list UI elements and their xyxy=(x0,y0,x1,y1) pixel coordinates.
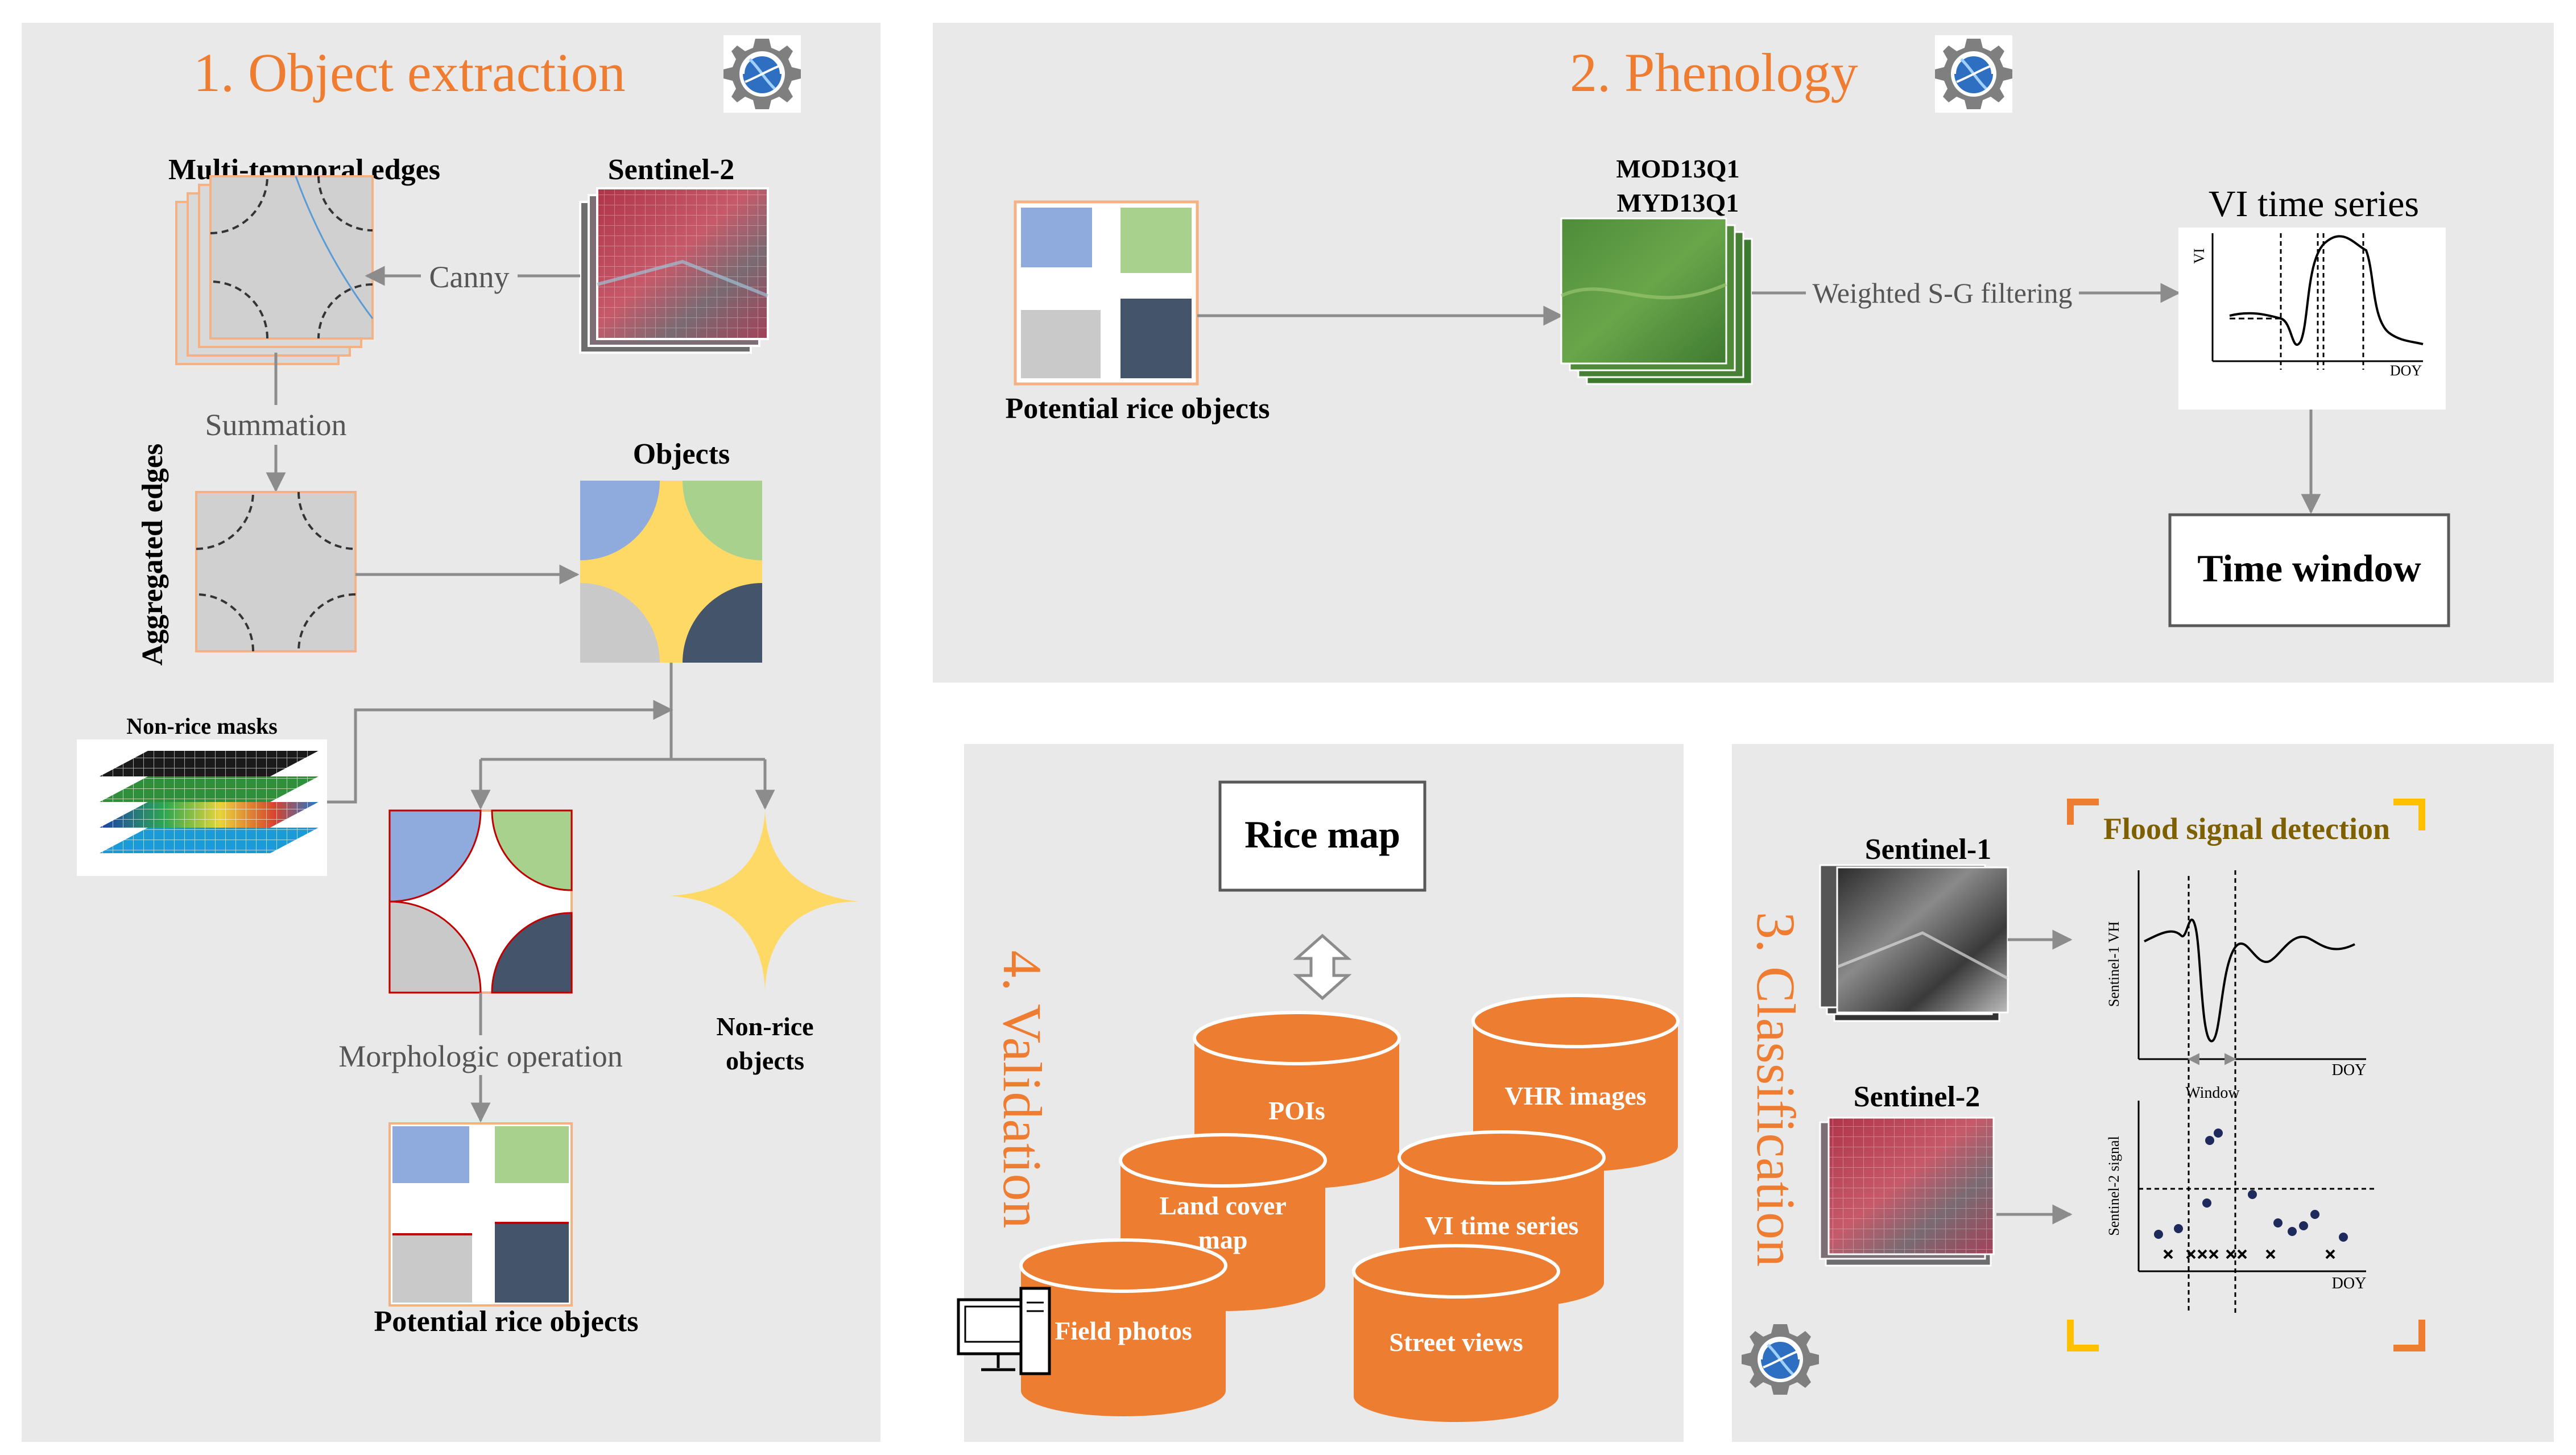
section-title-phenology: 2. Phenology xyxy=(1570,42,1858,103)
label-potential-rice-objects-s2: Potential rice objects xyxy=(1006,392,1270,425)
label-objects: Objects xyxy=(633,438,730,470)
label-vi-time-series-s4: VI time series xyxy=(1425,1211,1579,1240)
cylinder-field-photos xyxy=(1019,1238,1227,1416)
label-aggregated-edges: Aggregated edges xyxy=(137,444,169,666)
sentinel2-image-stack-s1 xyxy=(579,187,769,354)
label-vi-time-series-s2: VI time series xyxy=(2209,183,2419,225)
gee-gear-icon xyxy=(1742,1324,1819,1395)
sentinel1-image-stack xyxy=(1819,864,2009,1022)
double-arrow-icon xyxy=(1293,933,1352,1001)
label-time-window: Time window xyxy=(2197,547,2421,590)
aggregated-edges-square xyxy=(195,491,357,652)
gee-gear-icon xyxy=(1935,35,2012,113)
section-title-validation: 4. Validation xyxy=(992,950,1053,1229)
flood-signal-frame xyxy=(2067,799,2425,1351)
label-summation: Summation xyxy=(205,408,346,442)
label-non-rice-objects-line1: Non-rice xyxy=(716,1012,813,1041)
label-sentinel2-s1: Sentinel-2 xyxy=(608,154,734,186)
label-field-photos: Field photos xyxy=(1055,1316,1192,1345)
vi-time-series-chart: VI DOY xyxy=(2178,228,2446,410)
label-street-views: Street views xyxy=(1389,1328,1523,1357)
label-vi-axis: VI xyxy=(2191,248,2207,263)
objects-square xyxy=(580,481,762,663)
label-doy2: DOY xyxy=(2332,1275,2367,1292)
time-window-box xyxy=(2168,513,2450,627)
label-non-rice-objects-line2: objects xyxy=(726,1046,804,1075)
label-flood-signal-detection: Flood signal detection xyxy=(2103,812,2390,846)
non-rice-masks-stack xyxy=(77,739,327,876)
non-rice-objects-shape xyxy=(668,811,859,990)
label-doy1: DOY xyxy=(2332,1061,2367,1079)
label-pois: POIs xyxy=(1268,1096,1325,1125)
label-morphologic-operation: Morphologic operation xyxy=(338,1039,622,1073)
label-rice-map: Rice map xyxy=(1244,813,1400,856)
label-myd13q1: MYD13Q1 xyxy=(1617,188,1739,217)
label-s2-axis: Sentinel-2 signal xyxy=(2106,1136,2122,1235)
label-sentinel1: Sentinel-1 xyxy=(1865,833,1991,866)
section-title-object-extraction: 1. Object extraction xyxy=(193,42,626,103)
label-s1-axis: Sentinel-1 VH xyxy=(2106,921,2122,1007)
label-non-rice-masks: Non-rice masks xyxy=(126,713,278,739)
label-vhr-images: VHR images xyxy=(1504,1081,1646,1110)
sentinel2-signal-chart: Sentinel-2 signal DOY xyxy=(2106,1101,2377,1292)
masked-objects-square xyxy=(388,809,573,994)
rice-map-box xyxy=(1218,780,1426,892)
gee-gear-icon xyxy=(723,35,801,113)
sentinel1-vh-chart: Sentinel-1 VH Window DOY xyxy=(2106,870,2366,1314)
cylinder-street-views xyxy=(1352,1244,1560,1422)
label-doy-axis-s2: DOY xyxy=(2390,362,2422,379)
label-window: Window xyxy=(2185,1084,2240,1102)
sentinel2-image-stack-s3 xyxy=(1819,1117,1995,1267)
label-mod13q1: MOD13Q1 xyxy=(1616,154,1739,183)
potential-rice-objects-square-s1 xyxy=(388,1122,573,1307)
label-sentinel2-s3: Sentinel-2 xyxy=(1854,1081,1980,1113)
label-land-cover-line1: Land cover xyxy=(1159,1191,1287,1220)
panel-classification xyxy=(1732,744,2554,1442)
section-title-classification: 3. Classification xyxy=(1746,912,1806,1267)
modis-image-stack xyxy=(1560,217,1753,385)
label-potential-rice-objects-s1: Potential rice objects xyxy=(374,1305,639,1338)
label-weighted-sg-filtering: Weighted S-G filtering xyxy=(1813,277,2073,309)
computer-icon xyxy=(957,1287,1051,1375)
potential-rice-objects-square-s2 xyxy=(1014,200,1199,386)
multi-temporal-edges-stack xyxy=(175,175,374,365)
label-canny: Canny xyxy=(429,260,510,294)
